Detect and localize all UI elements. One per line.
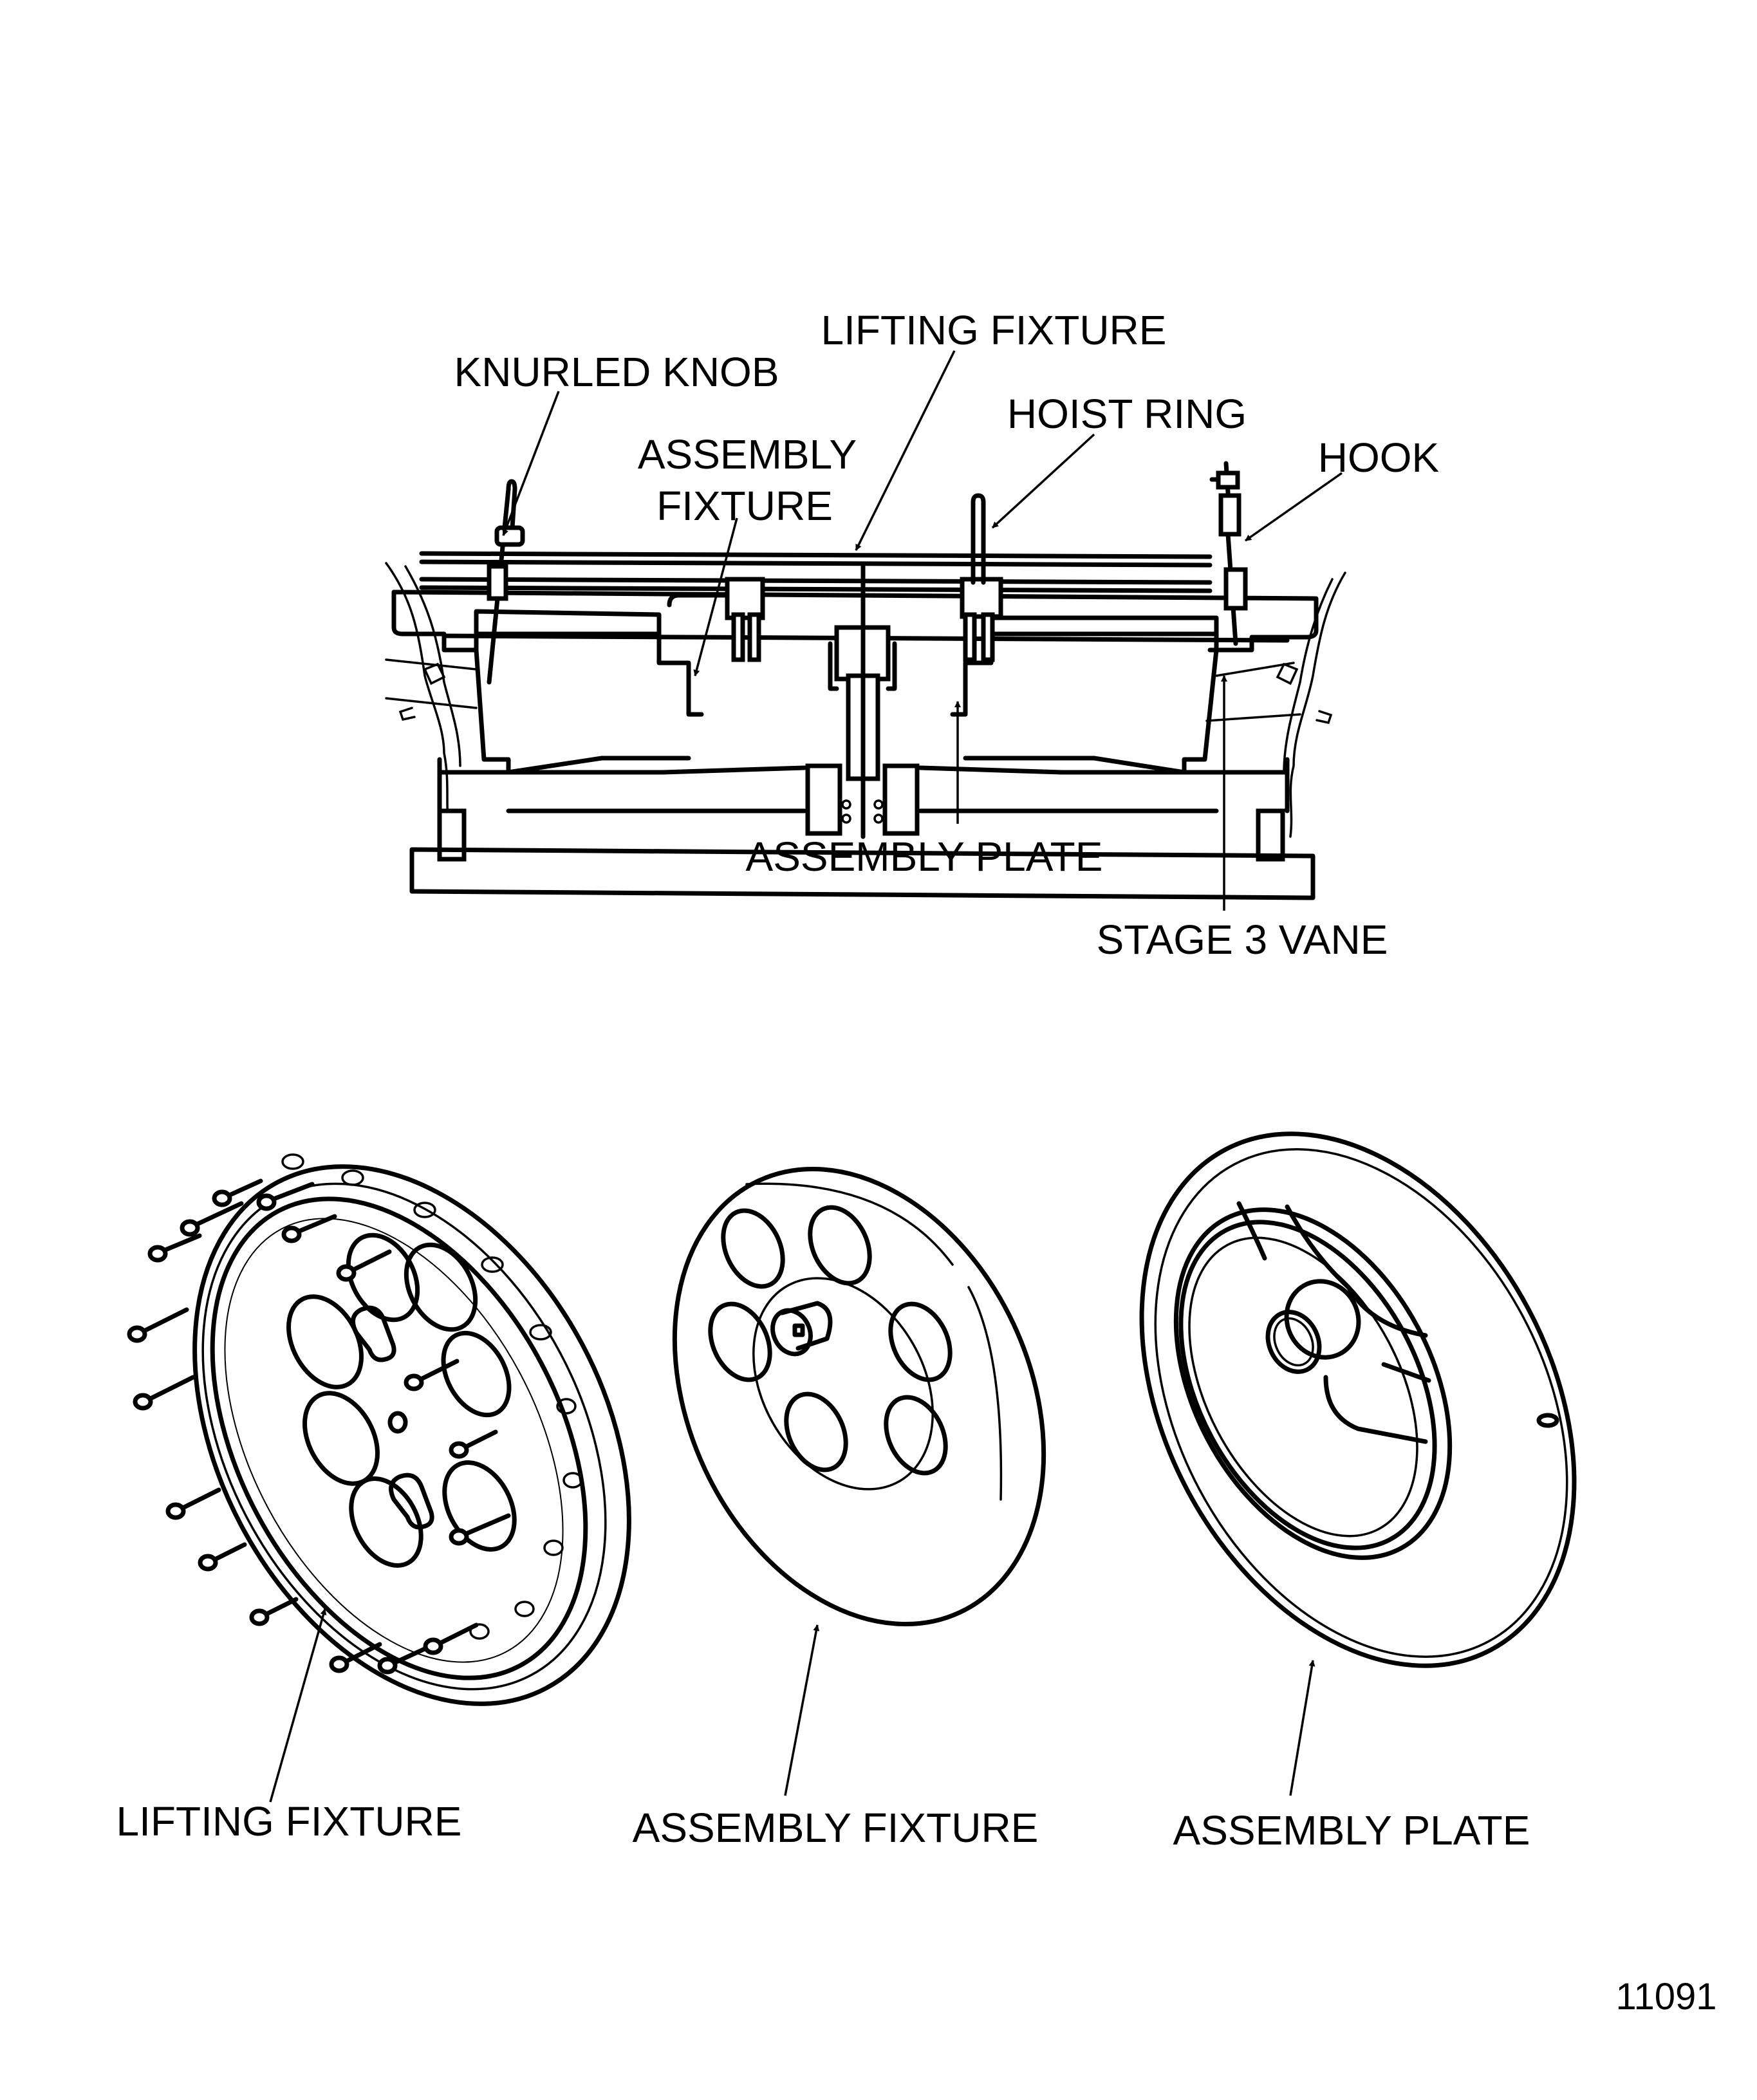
assembly-plate-spokes [1236, 1201, 1431, 1444]
square-drive-icon [792, 1323, 805, 1337]
assembly-fixture-spindle [770, 1301, 833, 1357]
lifting-fixture-holes [286, 1232, 517, 1568]
leader-lifting-fixture [855, 350, 956, 551]
handle-icon [351, 1305, 396, 1362]
assembly-plate-section [409, 757, 1315, 900]
rim-slots [281, 1153, 583, 1640]
assembly-fixture-component: ASSEMBLY FIXTURE [633, 1166, 1046, 1851]
label-lifting-fixture: LIFTING FIXTURE [116, 1798, 462, 1844]
lifting-fixture-component: LIFTING FIXTURE [116, 1153, 631, 1844]
handle-icon [389, 1473, 434, 1530]
label-assembly-fixture: ASSEMBLY FIXTURE [633, 1805, 1039, 1851]
assembly-plate-hub [1265, 1279, 1361, 1374]
lifting-fixture-section [391, 551, 1319, 653]
center-hub-section [805, 564, 920, 839]
assembly-plate-component: ASSEMBLY PLATE [1139, 1131, 1577, 1854]
callout-stage-3-vane: STAGE 3 VANE [1097, 916, 1388, 963]
hoist-ring-part [971, 493, 986, 585]
callout-assembly-plate: ASSEMBLY PLATE [746, 833, 1103, 880]
callout-lifting-fixture: LIFTING FIXTURE [821, 307, 1167, 353]
leader-lifting-fixture-component [269, 1608, 327, 1803]
locating-hole-icon [1536, 1413, 1559, 1428]
callout-hoist-ring: HOIST RING [1007, 391, 1247, 437]
label-assembly-plate: ASSEMBLY PLATE [1173, 1807, 1530, 1854]
callout-knurled-knob: KNURLED KNOB [454, 349, 779, 395]
assembly-fixture-holes [708, 1205, 953, 1476]
assembled-section-view: KNURLED KNOB LIFTING FIXTURE ASSEMBLY FI… [385, 307, 1439, 963]
leader-assembly-plate-component [1289, 1660, 1315, 1796]
assembly-fixture-section [385, 577, 1301, 775]
callout-assembly-fixture-line1: ASSEMBLY [638, 431, 857, 478]
callout-assembly-fixture-line2: FIXTURE [656, 483, 833, 529]
leader-assembly-fixture-component [784, 1624, 820, 1796]
leader-hoist-ring [991, 433, 1095, 529]
leader-assembly-fixture [693, 517, 738, 676]
callout-leaders [502, 350, 1343, 911]
callout-hook: HOOK [1318, 434, 1439, 481]
leader-knurled-knob [502, 391, 560, 536]
leader-hook [1244, 472, 1343, 542]
stage-3-vane-outline [385, 562, 1346, 838]
figure-number: 11091 [1616, 1976, 1717, 2018]
knurled-knob-part [487, 479, 525, 685]
hook-part [1209, 461, 1248, 646]
lifting-fixture-studs [127, 1178, 511, 1675]
